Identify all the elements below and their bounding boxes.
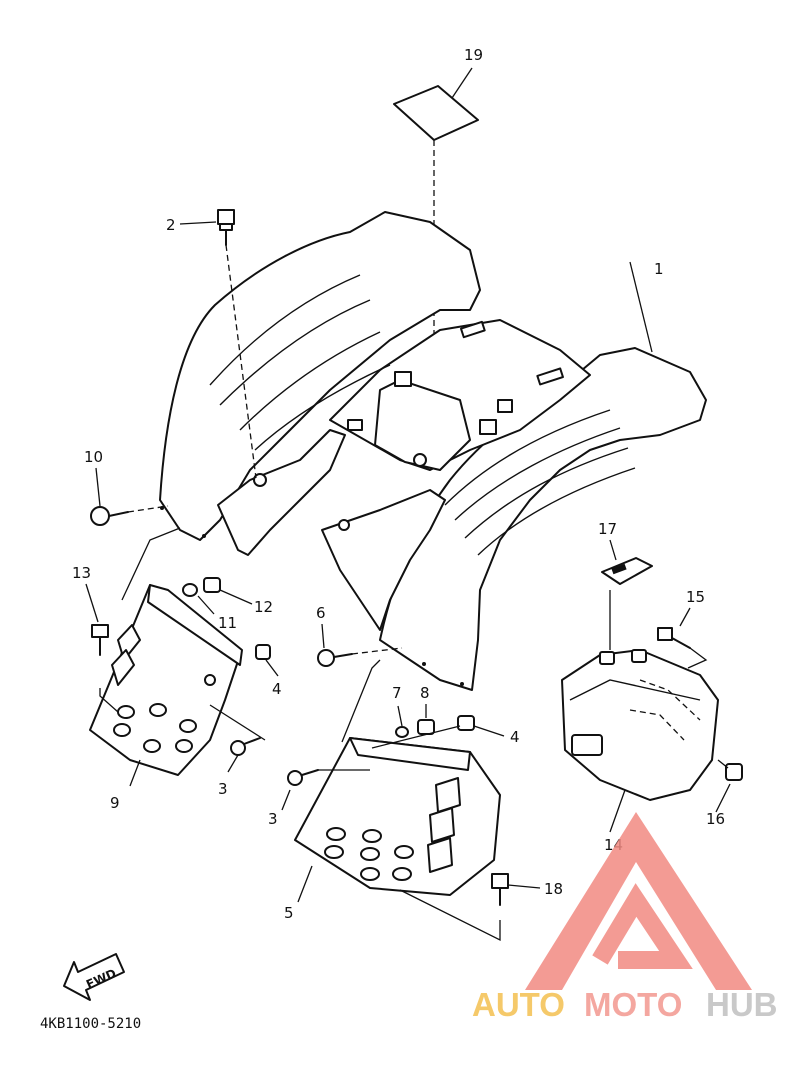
callout-9: 18 <box>544 880 563 898</box>
callout-1: 1 <box>654 260 664 278</box>
callout-2: 2 <box>166 216 176 234</box>
callout-19: 19 <box>464 46 483 64</box>
automotohub-logo <box>525 812 752 990</box>
callout-12: 11 <box>218 614 237 632</box>
callout-labels: 19 2 1 10 17 13 12 11 15 6 4 7 8 4 3 9 3… <box>72 46 725 922</box>
callout-8: 8 <box>420 684 430 702</box>
watermark-auto: AUTO <box>472 986 565 1023</box>
fwd-arrow-icon: FWD <box>63 953 125 1001</box>
part-14-bolt <box>91 624 119 713</box>
part-8-nut <box>417 719 435 735</box>
watermark-text: AUTO MOTO HUB <box>472 986 778 1023</box>
callout-10: 9 <box>110 794 120 812</box>
callout-16: 15 <box>686 588 705 606</box>
callout-18: 17 <box>598 520 617 538</box>
part-9-bolt <box>399 873 541 942</box>
part-6-screw <box>317 647 403 667</box>
part-4-nut-right <box>371 715 505 749</box>
watermark-moto: MOTO <box>584 986 682 1023</box>
part-16-screw <box>657 607 708 669</box>
watermark-loop-icon <box>592 883 693 969</box>
part-4-nut-left <box>255 644 279 677</box>
callout-13: 12 <box>254 598 273 616</box>
callout-17: 16 <box>706 810 725 828</box>
part-17-nut <box>715 759 743 813</box>
part-7-washer <box>395 726 409 738</box>
watermark-triangle-icon <box>525 812 752 990</box>
part-18-clip <box>601 539 653 585</box>
part-12-washer <box>182 583 215 615</box>
part-5-right-mud-flap <box>294 737 501 903</box>
callout-3-right: 3 <box>268 810 278 828</box>
diagram-code: 4KB1100-5210 <box>40 1016 141 1032</box>
part-10-left-mud-flap <box>89 584 243 787</box>
callout-14: 13 <box>72 564 91 582</box>
callout-3-left: 3 <box>218 780 228 798</box>
part-15-tool-box <box>561 590 719 833</box>
part-1-rear-fender <box>159 211 707 691</box>
callout-6: 6 <box>316 604 326 622</box>
part-3-screw-right <box>281 769 370 811</box>
callout-11: 10 <box>84 448 103 466</box>
callout-4-right: 4 <box>510 728 520 746</box>
callout-4-left: 4 <box>272 680 282 698</box>
callout-7: 7 <box>392 684 402 702</box>
part-13-nut <box>203 577 253 605</box>
part-2-bolt <box>217 209 257 479</box>
callout-5: 5 <box>284 904 294 922</box>
part-11-screw <box>90 505 169 526</box>
part-3-screw-left <box>209 704 266 773</box>
watermark-hub: HUB <box>706 986 778 1023</box>
